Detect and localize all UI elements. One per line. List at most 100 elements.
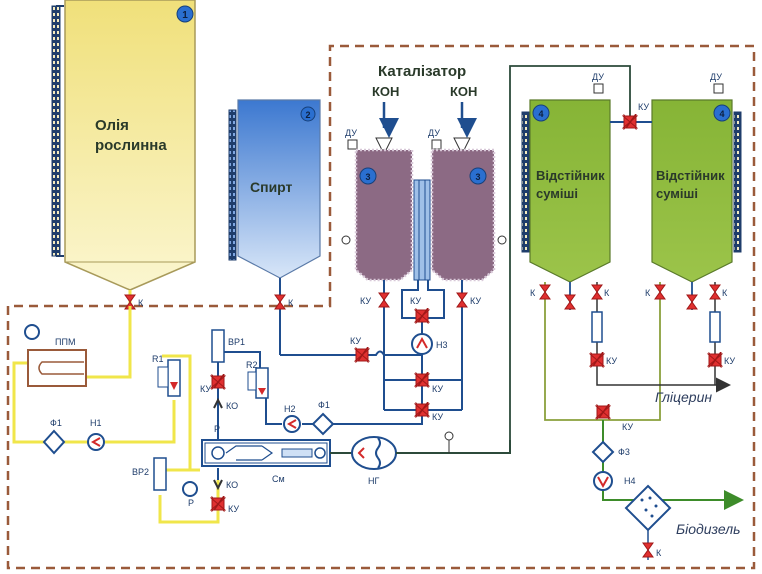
- check-valve-icon: [213, 479, 223, 491]
- valve-ku-bypass-2[interactable]: [414, 402, 430, 418]
- valve-label: КУ: [410, 296, 421, 306]
- heating-coil-icon: [733, 111, 742, 253]
- dispenser-bp1-icon[interactable]: [211, 329, 225, 363]
- settler-right[interactable]: 4 Відстійник суміші ДУ: [651, 72, 742, 283]
- filter-f3-icon[interactable]: [591, 440, 615, 464]
- valve-k-alcohol[interactable]: [274, 294, 286, 310]
- mixer-label: См: [272, 474, 285, 484]
- reactor-right[interactable]: ДУ 3: [428, 128, 507, 282]
- rotameter-r1-icon[interactable]: [167, 359, 181, 397]
- valve-label: К: [645, 288, 651, 298]
- valve-label: К: [138, 298, 144, 308]
- valve-label: К: [530, 288, 536, 298]
- dispenser-bp2-label: ВР2: [132, 467, 149, 477]
- valve-label: КУ: [350, 336, 361, 346]
- tank-alcohol[interactable]: 2 Спирт: [228, 99, 321, 279]
- valve-label: КУ: [432, 412, 443, 422]
- filter-f1-label: Ф1: [50, 418, 62, 428]
- settler-left-label-2: суміші: [536, 186, 578, 201]
- pressure-gauge-icon: [24, 324, 40, 340]
- homogenizer-ng[interactable]: НГ: [351, 436, 397, 486]
- valve-ku-glycerin-left[interactable]: [589, 352, 605, 368]
- tank-number: 3: [475, 172, 480, 182]
- filter-f1b-label: Ф1: [318, 400, 330, 410]
- rotameter-r1-label: R1: [152, 354, 164, 364]
- level-sensor-label: ДУ: [592, 72, 604, 82]
- valve-ku-bp1[interactable]: [210, 374, 226, 390]
- valve-ku-glycerin-right[interactable]: [707, 352, 723, 368]
- valve-label: К: [656, 548, 662, 558]
- tank-number: 3: [365, 172, 370, 182]
- tank-number-badge: [713, 104, 731, 122]
- dispenser-bp2-icon[interactable]: [153, 457, 167, 491]
- level-sensor-icon: [593, 83, 604, 94]
- level-sensor-label: ДУ: [428, 128, 440, 138]
- koh-feed-left-label: КОН: [372, 84, 399, 99]
- level-sensor-icon: [713, 83, 724, 94]
- tank-oil-label-2: рослинна: [95, 137, 167, 154]
- heating-coil-icon: [51, 5, 61, 257]
- tank-number-badge: [176, 5, 194, 23]
- pump-n3-label: Н3: [436, 340, 448, 350]
- filter-f1-icon[interactable]: [42, 429, 66, 455]
- valve-label: КУ: [606, 356, 617, 366]
- homogenizer-label: НГ: [368, 476, 379, 486]
- pump-n4-icon[interactable]: [593, 471, 613, 491]
- rotameter-r2-label: R2: [246, 360, 258, 370]
- tank-alcohol-label: Спирт: [250, 179, 293, 195]
- pump-n1-label: Н1: [90, 418, 102, 428]
- valve-ku-exchanger[interactable]: [414, 308, 430, 324]
- valve-label: КУ: [432, 384, 443, 394]
- valve-k[interactable]: [591, 284, 603, 300]
- pump-n4-label: Н4: [624, 476, 636, 486]
- heat-exchanger-icon: [413, 179, 431, 281]
- reactor-left[interactable]: ДУ 3: [341, 128, 414, 282]
- mixer-cm[interactable]: См: [201, 439, 331, 484]
- valve-ku-reactor-left[interactable]: [378, 292, 390, 308]
- valve-ku-biodiesel[interactable]: [595, 404, 611, 420]
- valve-ku-settlers[interactable]: [622, 114, 638, 130]
- settler-right-label-2: суміші: [656, 186, 698, 201]
- settler-left-label: Відстійник: [536, 168, 605, 183]
- heating-coil-icon: [521, 111, 530, 253]
- valve-k[interactable]: [539, 284, 551, 300]
- tank-number: 2: [305, 110, 310, 120]
- filter-f1b-icon[interactable]: [311, 412, 335, 436]
- pump-n2-icon[interactable]: [283, 415, 301, 433]
- tank-oil[interactable]: 1 Олія рослинна: [51, 0, 196, 291]
- pressure-label: Р: [214, 424, 220, 434]
- heater-label: ППМ: [55, 337, 75, 347]
- valve-ku-bp2[interactable]: [210, 496, 226, 512]
- pump-n1-icon[interactable]: [87, 433, 105, 451]
- catalyst-title: Каталізатор: [378, 63, 466, 80]
- valve-label: К: [722, 288, 728, 298]
- valve-ku-reactor-right[interactable]: [456, 292, 468, 308]
- valve-label: К: [604, 288, 610, 298]
- level-sensor-icon: [347, 139, 358, 150]
- valve-ku-alcohol-line[interactable]: [354, 347, 370, 363]
- valve-k[interactable]: [709, 284, 721, 300]
- valve-label: КУ: [724, 356, 735, 366]
- check-valve-icon: [213, 397, 223, 409]
- valve-k[interactable]: [654, 284, 666, 300]
- pressure-gauge-icon: [182, 481, 198, 497]
- valve-k[interactable]: [564, 294, 576, 310]
- biodiesel-output-label: Біодизель: [676, 521, 740, 537]
- settler-left[interactable]: 4 Відстійник суміші ДУ: [521, 72, 611, 283]
- heating-coil-icon: [228, 109, 237, 261]
- valve-label: КУ: [228, 504, 239, 514]
- tank-number-badge: [300, 106, 316, 122]
- heater-ppm[interactable]: ППМ: [24, 324, 87, 387]
- valve-label: КУ: [622, 422, 633, 432]
- tank-oil-label: Олія: [95, 117, 129, 134]
- tank-number: 1: [182, 10, 188, 21]
- glycerin-output-label: Гліцерин: [655, 389, 712, 405]
- valve-ku-bypass-1[interactable]: [414, 372, 430, 388]
- pump-n3-icon[interactable]: [411, 333, 433, 355]
- final-filter-icon[interactable]: [624, 484, 672, 532]
- settler-right-label: Відстійник: [656, 168, 725, 183]
- tank-number: 4: [538, 109, 543, 119]
- valve-k-drain[interactable]: [642, 542, 654, 558]
- valve-k[interactable]: [686, 294, 698, 310]
